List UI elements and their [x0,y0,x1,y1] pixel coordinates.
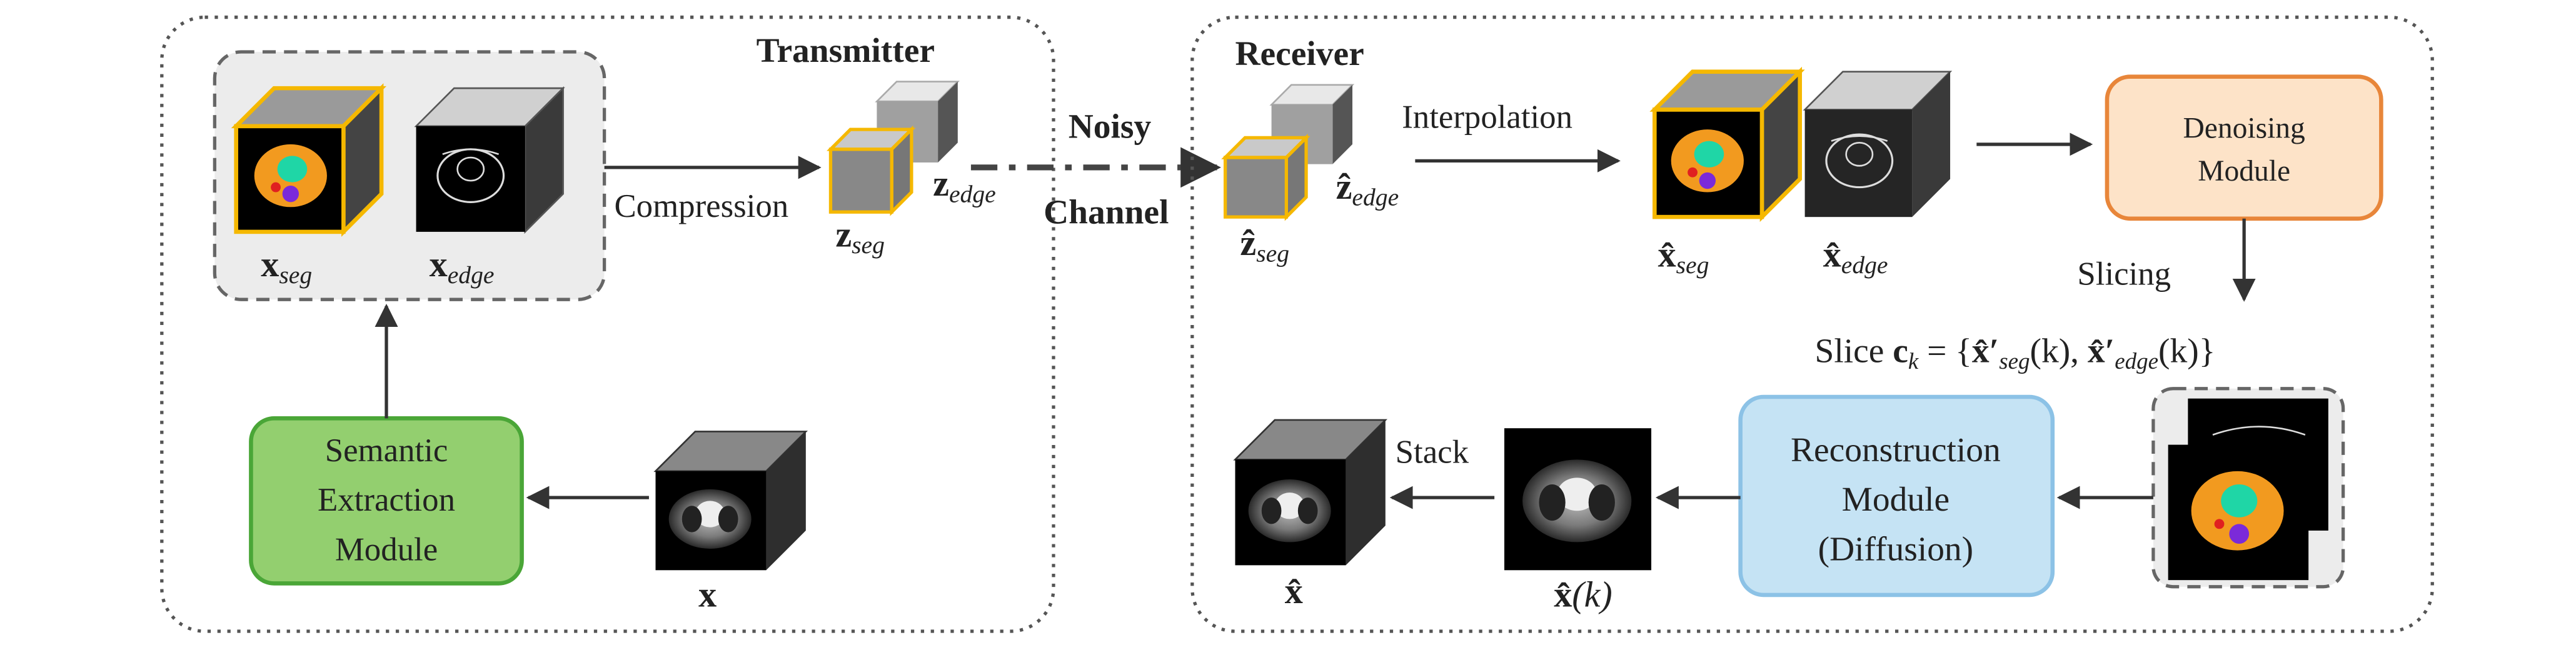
denoising-module [2105,74,2383,221]
z-hat-edge-cube [1269,84,1355,164]
denoising-module-line1: Denoising [2183,112,2305,144]
z-seg-cube [827,125,916,216]
interpolation-label: Interpolation [1402,99,1572,136]
compression-label: Compression [614,188,788,224]
reconstruction-module-line3: (Diffusion) [1818,529,1973,568]
channel-label-noisy: Noisy [1069,107,1152,145]
x-hat-edge-label: x̂edge [1823,234,1888,279]
output-ct-cube [1233,419,1388,566]
x-seg-cube [231,83,387,237]
x-edge-label: xedge [430,244,495,289]
x-hat-label: x̂ [1285,571,1303,611]
receiver-panel [1190,15,2434,633]
x-hat-seg-label: x̂seg [1658,234,1709,279]
slice-formula: Slice ck = {x̂′seg(k), x̂′edge(k)} [1814,332,2215,374]
slice-group [2151,387,2345,589]
z-hat-seg-cube [1221,133,1311,221]
reconstructed-slice-image [1504,428,1652,571]
stack-label: Stack [1396,434,1469,471]
z-hat-seg-label: ẑseg [1240,222,1289,268]
transmitter-panel [160,15,1055,633]
channel-label-channel: Channel [1044,193,1169,231]
input-ct-cube [653,431,808,571]
x-seg-label: xseg [261,244,312,289]
input-x-label: x [698,574,717,614]
receiver-title: Receiver [1235,34,1364,72]
semantic-module-line1: Semantic [325,432,448,469]
semantic-module-line3: Module [335,531,438,568]
x-hat-k-label: x̂(k) [1554,574,1613,614]
z-edge-label: zedge [933,163,996,208]
transmitter-title: Transmitter [757,31,935,69]
x-edge-cube [414,86,565,234]
z-seg-label: zseg [835,214,885,259]
slicing-label: Slicing [2077,256,2171,292]
x-hat-edge-cube [1803,71,1953,218]
reconstruction-module-line1: Reconstruction [1791,431,2001,469]
semantic-module-line2: Extraction [318,482,455,518]
reconstruction-module-line2: Module [1842,480,1950,518]
denoising-module-line2: Module [2198,155,2290,188]
x-hat-seg-cube [1649,66,1805,222]
z-hat-edge-label: ẑedge [1336,166,1399,211]
